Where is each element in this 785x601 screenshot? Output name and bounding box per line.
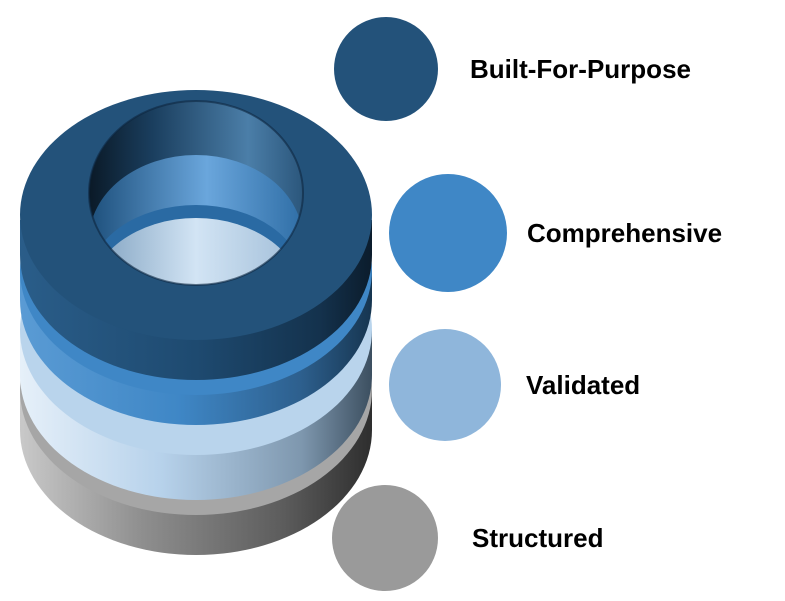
legend-label: Structured — [472, 522, 604, 553]
legend-item-built-for-purpose: Built-For-Purpose — [334, 17, 691, 121]
legend-item-validated: Validated — [389, 329, 640, 441]
circle-marker — [389, 329, 501, 441]
circle-marker — [334, 17, 438, 121]
legend-item-comprehensive: Comprehensive — [389, 174, 722, 292]
legend-label: Validated — [526, 369, 641, 400]
circle-marker — [332, 485, 438, 591]
legend-item-structured: Structured — [332, 485, 603, 591]
legend-label: Built-For-Purpose — [470, 53, 691, 84]
legend-label: Comprehensive — [527, 217, 723, 248]
circle-marker — [389, 174, 507, 292]
